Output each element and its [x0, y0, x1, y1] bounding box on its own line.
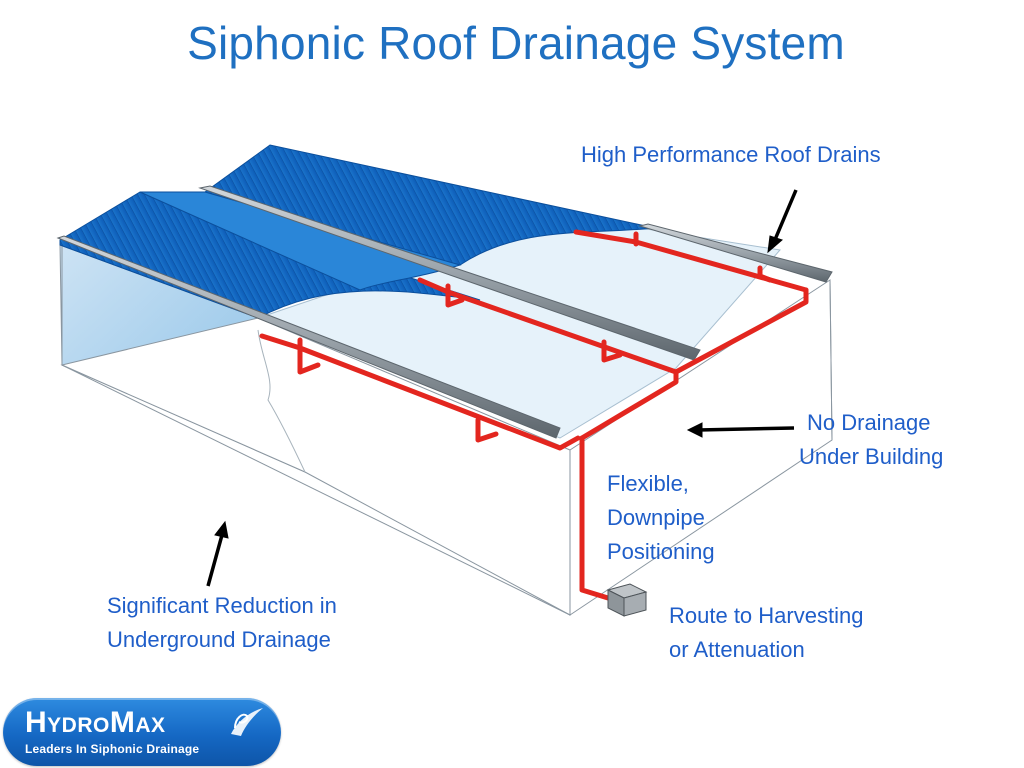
pipe-downpipe — [579, 435, 611, 601]
label-no-drainage-line1: No Drainage — [807, 410, 931, 435]
label-reduction-line2: Underground Drainage — [107, 627, 331, 652]
label-roof-drains-text: High Performance Roof Drains — [581, 142, 881, 167]
label-reduction-line1: Significant Reduction in — [107, 593, 337, 618]
arrow-reduction — [206, 520, 229, 587]
slide-title: Siphonic Roof Drainage System — [187, 17, 845, 69]
label-no-drainage-line2: Under Building — [799, 444, 944, 469]
arrow-roof-drains — [767, 189, 798, 254]
label-reduction: Significant Reduction in Underground Dra… — [107, 589, 337, 657]
pipe-front-collector — [259, 333, 581, 451]
label-flexible-line3: Positioning — [607, 539, 715, 564]
label-route-line2: or Attenuation — [669, 637, 805, 662]
label-no-drainage: No Drainage Under Building — [799, 406, 943, 474]
logo-tagline: Leaders In Siphonic Drainage — [25, 742, 200, 756]
gutters — [56, 185, 833, 439]
siphonic-pipework — [259, 229, 809, 601]
label-route-line1: Route to Harvesting — [669, 603, 864, 628]
attenuation-box — [606, 583, 648, 617]
arrow-no-drainage — [686, 422, 795, 438]
pipe-main-carrier — [579, 287, 809, 441]
gutter-back — [638, 223, 833, 283]
hydromax-logo: HydroMax Leaders In Siphonic Drainage — [3, 698, 281, 766]
label-route: Route to Harvesting or Attenuation — [669, 599, 863, 667]
gutter-middle — [198, 185, 701, 361]
label-flexible-downpipe: Flexible, Downpipe Positioning — [607, 467, 715, 569]
label-flexible-line1: Flexible, — [607, 471, 689, 496]
logo-swirl-icon — [231, 708, 263, 736]
logo-brand: HydroMax — [25, 706, 166, 739]
callout-arrows — [206, 189, 798, 587]
label-flexible-line2: Downpipe — [607, 505, 705, 530]
building-box — [59, 244, 833, 616]
roof-panels — [59, 144, 656, 319]
gutter-front — [56, 235, 561, 439]
label-roof-drains: High Performance Roof Drains — [581, 138, 881, 172]
